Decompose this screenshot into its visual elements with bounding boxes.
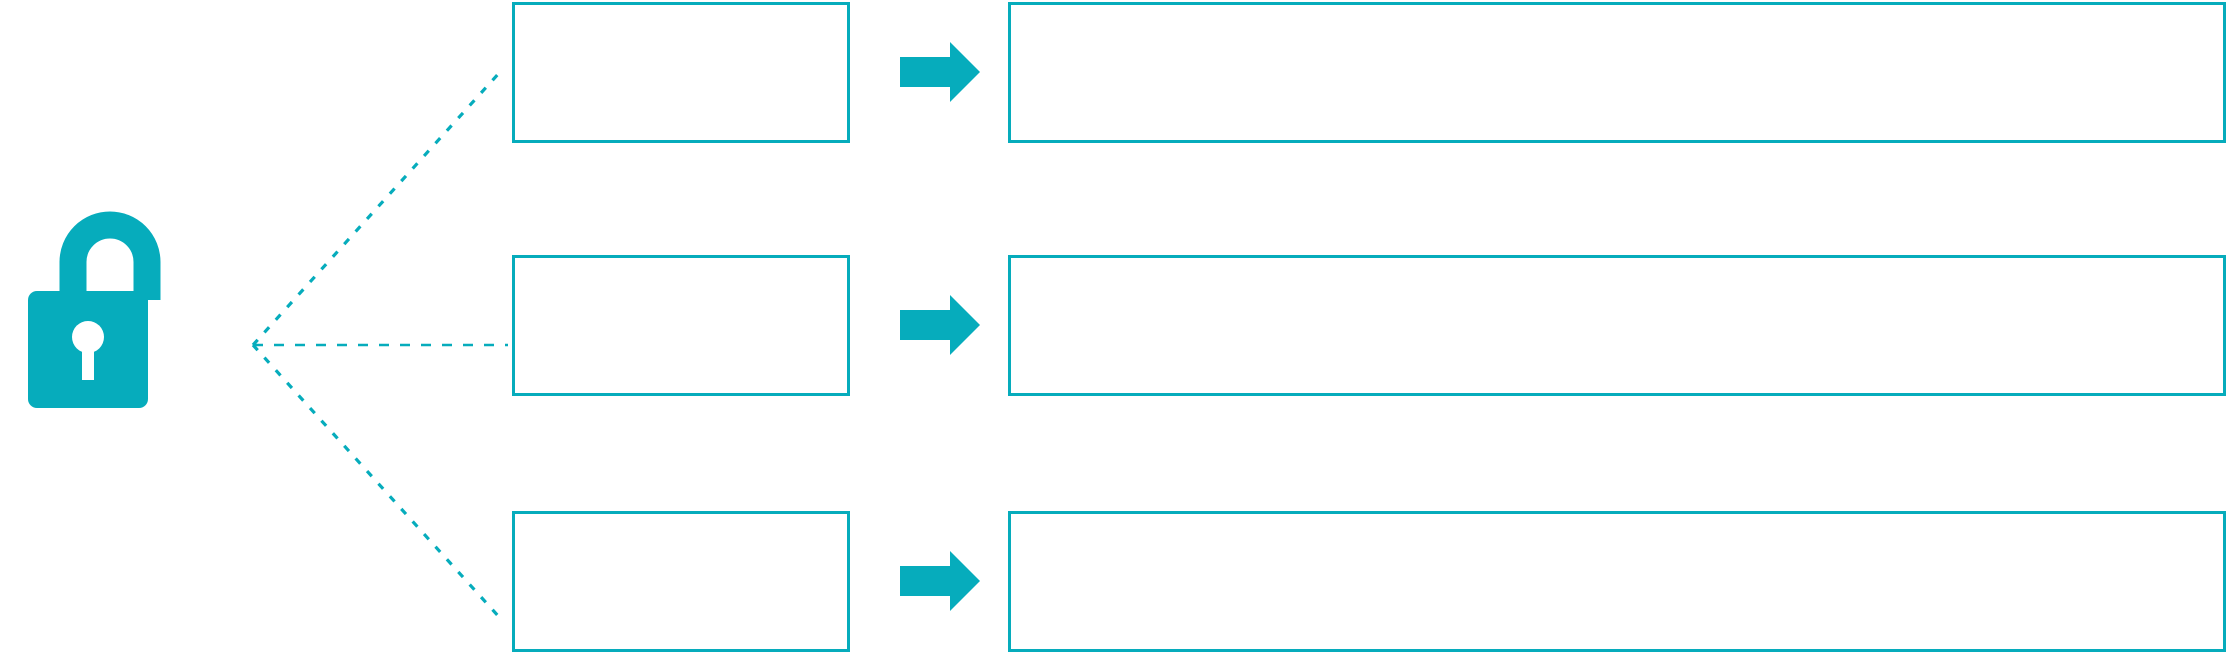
- row-1: [512, 2, 2226, 143]
- connector-group: [251, 70, 508, 620]
- row-2: [512, 255, 2226, 396]
- lock-icon: [28, 211, 161, 408]
- row-3: [512, 511, 2226, 652]
- row-2-arrow-icon: [900, 295, 980, 355]
- row-1-left-box[interactable]: [512, 2, 850, 143]
- row-3-arrow-icon: [900, 551, 980, 611]
- connector-to-row-1: [251, 70, 502, 347]
- row-2-left-box[interactable]: [512, 255, 850, 396]
- row-1-right-box[interactable]: [1008, 2, 2226, 143]
- row-3-left-box[interactable]: [512, 511, 850, 652]
- row-2-right-box[interactable]: [1008, 255, 2226, 396]
- connector-to-row-3: [251, 343, 502, 620]
- row-1-arrow-icon: [900, 42, 980, 102]
- row-3-right-box[interactable]: [1008, 511, 2226, 652]
